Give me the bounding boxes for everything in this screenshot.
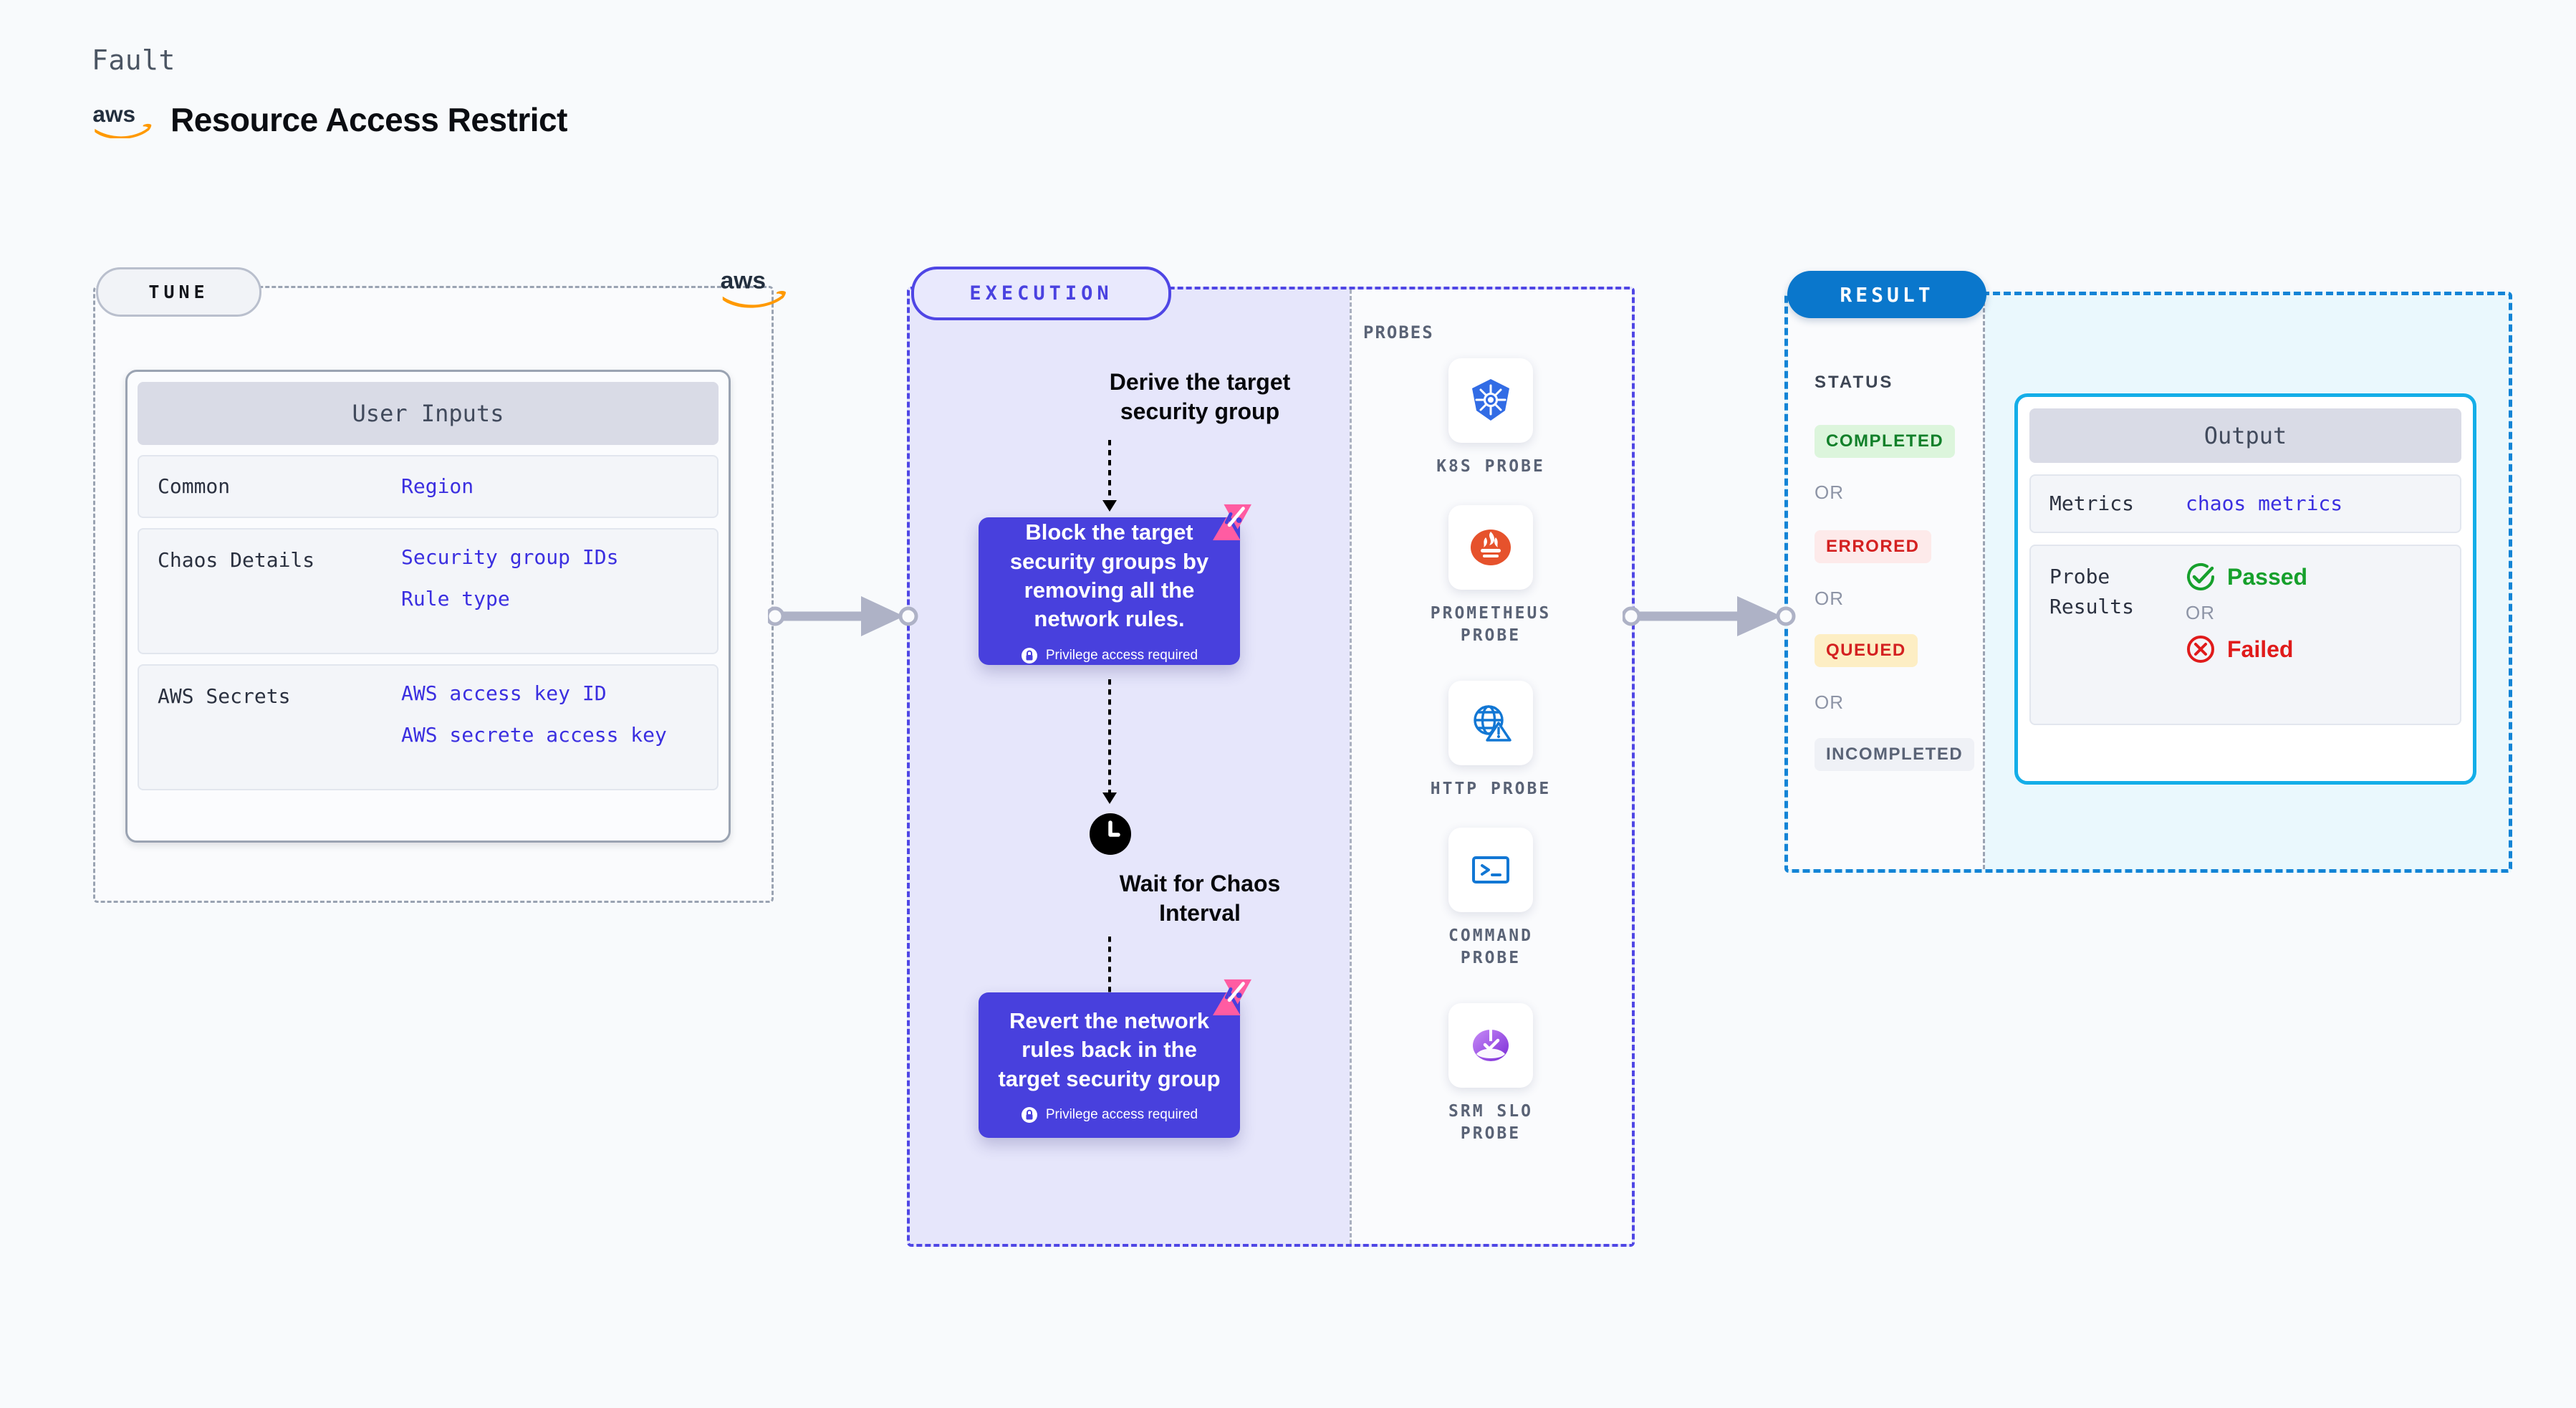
status-or-1: OR [1815, 482, 1844, 503]
connector-execution-to-result [1621, 588, 1802, 648]
input-row-aws-secrets: AWS Secrets AWS access key ID AWS secret… [138, 664, 719, 790]
user-inputs-card: User Inputs Common Region Chaos Details … [125, 370, 731, 843]
srm-slo-icon [1448, 1003, 1533, 1088]
clock-icon [1090, 813, 1131, 855]
input-row-value: AWS access key ID [401, 681, 607, 705]
flow-step-label: Block the target security groups by remo… [1009, 519, 1209, 632]
flow-connector-3 [1108, 937, 1111, 994]
status-or-2: OR [1815, 588, 1844, 609]
user-inputs-title: User Inputs [138, 382, 719, 445]
probe-result-failed: Failed [2186, 634, 2307, 664]
prometheus-icon [1448, 505, 1533, 590]
connector-tune-to-execution [765, 588, 918, 648]
output-row-key: Metrics [2049, 492, 2135, 515]
title-row: aws Resource Access Restrict [92, 100, 567, 140]
execution-stage-badge[interactable]: EXECUTION [911, 267, 1171, 320]
flow-step-revert-network-rules[interactable]: Revert the network rules back in the tar… [979, 979, 1251, 1138]
input-row-chaos-details: Chaos Details Security group IDs Rule ty… [138, 528, 719, 654]
input-row-value: Security group IDs [401, 545, 619, 569]
svg-text:aws: aws [92, 101, 135, 127]
flow-arrowhead-1 [1102, 500, 1117, 512]
flow-arrowhead-2 [1102, 792, 1117, 804]
input-row-value: AWS secrete access key [401, 722, 667, 747]
flow-connector-2 [1108, 679, 1111, 794]
privilege-note-label: Privilege access required [1045, 1106, 1198, 1122]
harness-logo-icon [1211, 502, 1253, 540]
lock-icon [1021, 1106, 1037, 1123]
status-badge-completed: COMPLETED [1815, 425, 1956, 458]
x-circle-icon [2187, 636, 2214, 663]
harness-logo-icon [1211, 977, 1253, 1015]
globe-warning-icon [1448, 681, 1533, 765]
input-row-key: Chaos Details [158, 548, 315, 572]
result-stage-badge[interactable]: RESULT [1787, 271, 1986, 318]
probe-result-passed-label: Passed [2227, 563, 2308, 590]
svg-text:aws: aws [721, 268, 766, 294]
status-badge-incompleted: INCOMPLETED [1815, 738, 1975, 771]
probe-result-passed: Passed [2186, 562, 2307, 592]
aws-logo: aws [92, 101, 153, 140]
input-row-value: Rule type [401, 586, 510, 610]
fault-eyebrow: Fault [92, 44, 176, 76]
input-row-key: Common [158, 474, 231, 498]
output-row-value: chaos metrics [2186, 492, 2343, 516]
probe-item-http[interactable]: HTTP PROBE [1350, 681, 1632, 800]
page-header: Fault aws Resource Access Restrict [92, 44, 567, 140]
terminal-icon [1448, 828, 1533, 912]
flow-step-label: Revert the network rules back in the tar… [998, 1008, 1221, 1091]
status-badge-errored: ERRORED [1815, 530, 1931, 563]
input-row-key: AWS Secrets [158, 684, 291, 708]
status-badge-queued: QUEUED [1815, 634, 1918, 667]
tune-stage-badge[interactable]: TUNE [96, 267, 261, 317]
probe-result-or: OR [2186, 602, 2215, 623]
probes-label: PROBES [1363, 322, 1434, 343]
page-title: Resource Access Restrict [170, 101, 567, 138]
privilege-note: Privilege access required [1021, 1106, 1198, 1124]
probe-result-failed-label: Failed [2227, 636, 2294, 662]
input-row-value: Region [401, 474, 474, 499]
probe-label: HTTP PROBE [1430, 780, 1552, 798]
privilege-note-label: Privilege access required [1045, 647, 1198, 663]
probe-label: K8S PROBE [1436, 457, 1545, 476]
status-label: STATUS [1815, 373, 1894, 392]
check-circle-icon [2187, 562, 2214, 590]
probe-item-k8s[interactable]: K8S PROBE [1350, 358, 1632, 478]
lock-icon [1021, 647, 1037, 664]
input-row-common: Common Region [138, 455, 719, 518]
result-status-column [1788, 295, 1985, 869]
status-or-3: OR [1815, 691, 1844, 713]
kubernetes-icon [1448, 358, 1533, 443]
aws-logo-icon: aws [719, 266, 788, 309]
flow-connector-1 [1108, 440, 1111, 502]
output-card-title: Output [2029, 408, 2461, 463]
output-row-metrics: Metrics chaos metrics [2029, 474, 2461, 533]
flow-step-block-security-groups[interactable]: Block the target security groups by remo… [979, 504, 1251, 665]
privilege-note: Privilege access required [1021, 647, 1198, 664]
